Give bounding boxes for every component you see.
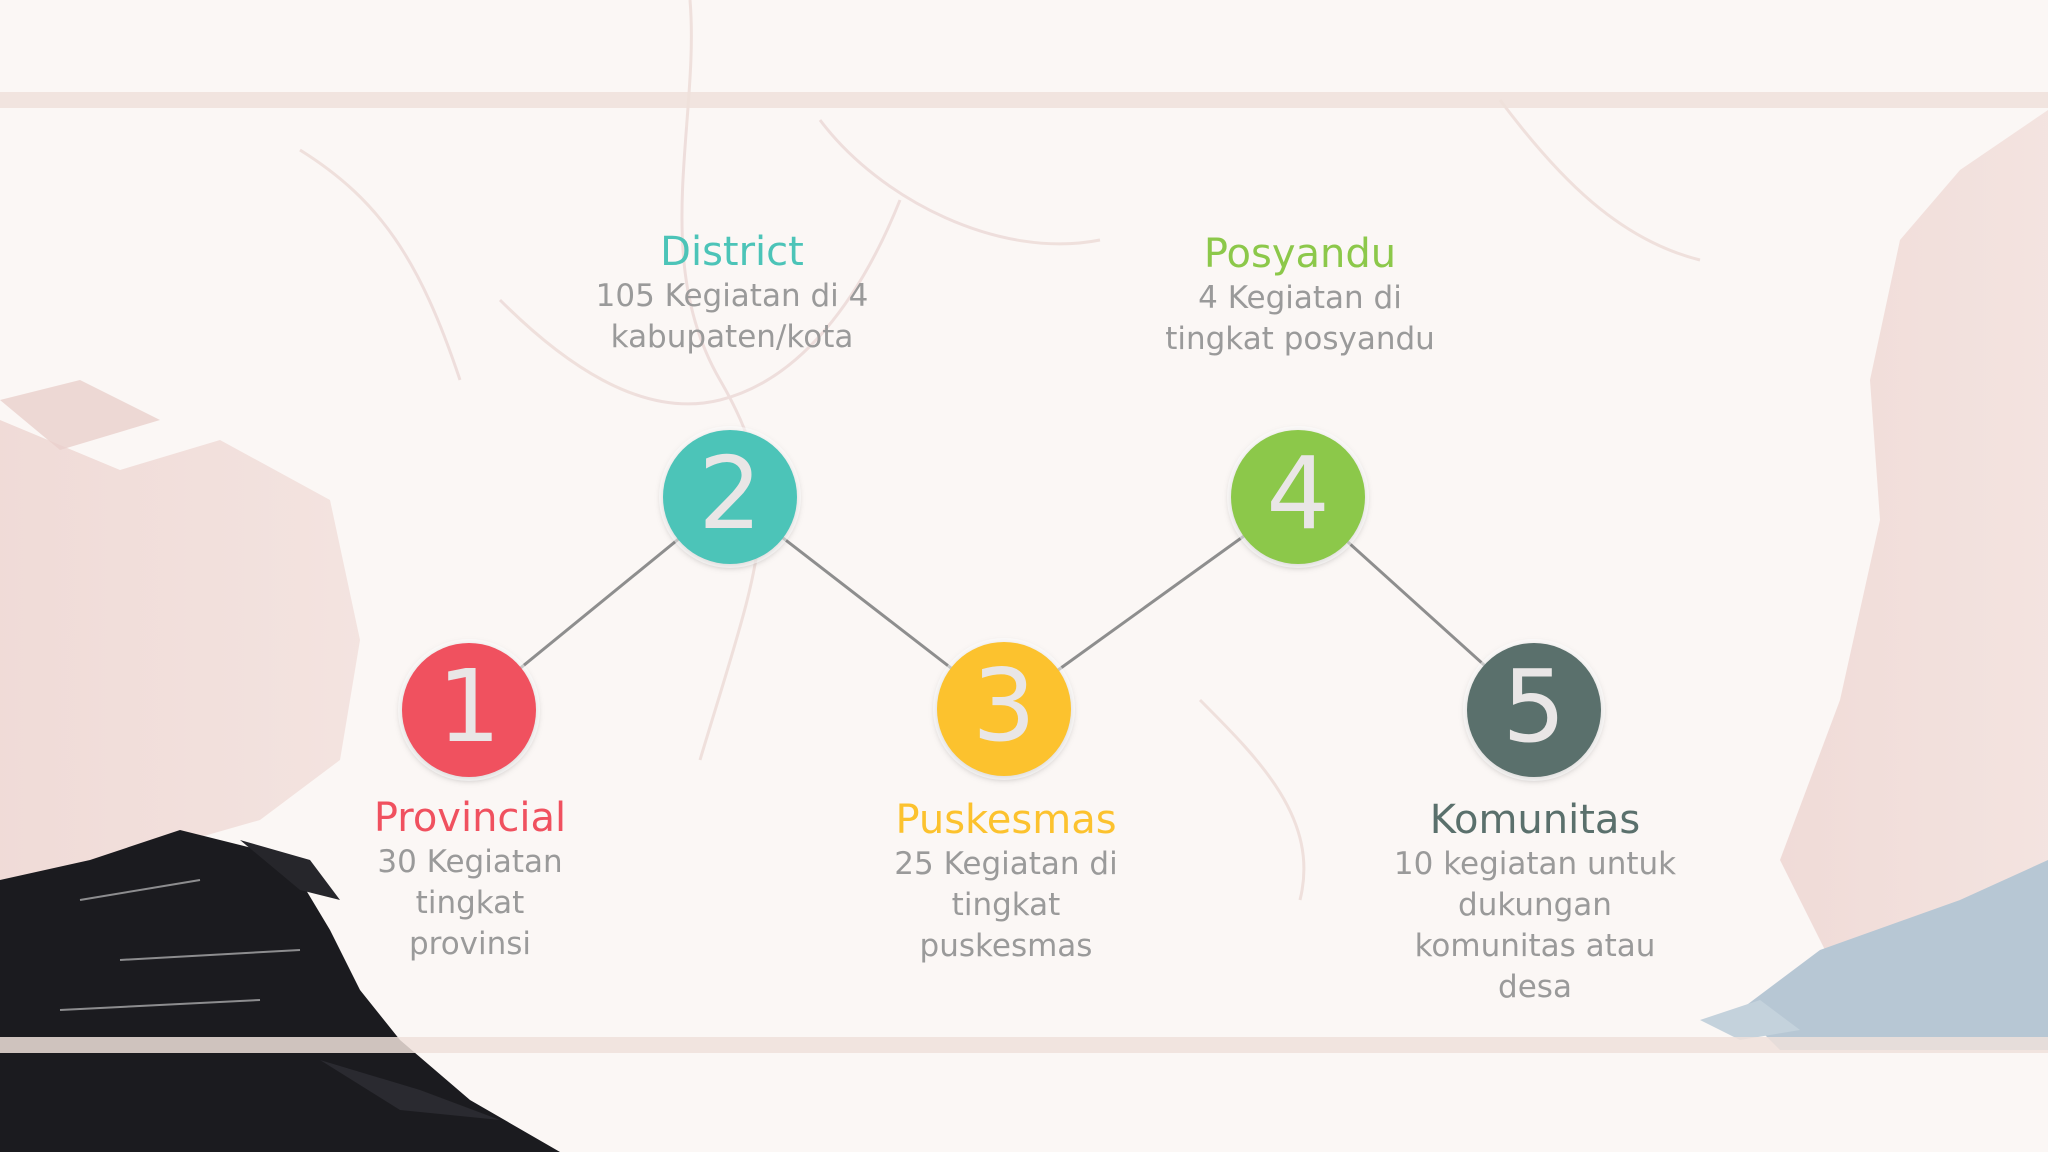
- step-3-description: 25 Kegiatan di tingkat puskesmas: [894, 846, 1118, 964]
- step-2-number: 2: [698, 435, 762, 552]
- step-5-circle: 5: [1467, 643, 1601, 777]
- step-5-number: 5: [1502, 648, 1566, 765]
- step-5-label: Komunitas 10 kegiatan untuk dukungan kom…: [1385, 796, 1685, 1008]
- step-3-number: 3: [972, 647, 1036, 764]
- bottom-band: [0, 1037, 2048, 1053]
- step-1-circle: 1: [402, 643, 536, 777]
- step-4-title: Posyandu: [1203, 231, 1397, 277]
- step-4-label: Posyandu 4 Kegiatan di tingkat posyandu: [1150, 230, 1450, 360]
- step-1-label: Provincial 30 Kegiatan tingkat provinsi: [320, 794, 620, 965]
- step-2-title: District: [660, 229, 804, 275]
- step-2-label: District 105 Kegiatan di 4 kabupaten/kot…: [582, 228, 882, 358]
- step-5-title: Komunitas: [1429, 797, 1641, 843]
- step-3-label: Puskesmas 25 Kegiatan di tingkat puskesm…: [856, 796, 1156, 967]
- step-1-title: Provincial: [373, 795, 567, 841]
- step-2-description: 105 Kegiatan di 4 kabupaten/kota: [595, 278, 869, 355]
- step-1-description: 30 Kegiatan tingkat provinsi: [377, 844, 563, 962]
- step-4-number: 4: [1266, 435, 1330, 552]
- top-band: [0, 92, 2048, 108]
- step-3-title: Puskesmas: [895, 797, 1117, 843]
- step-4-description: 4 Kegiatan di tingkat posyandu: [1165, 280, 1435, 357]
- step-3-circle: 3: [937, 642, 1071, 776]
- step-1-number: 1: [437, 648, 501, 765]
- step-5-description: 10 kegiatan untuk dukungan komunitas ata…: [1393, 846, 1677, 1005]
- step-2-circle: 2: [663, 430, 797, 564]
- step-4-circle: 4: [1231, 430, 1365, 564]
